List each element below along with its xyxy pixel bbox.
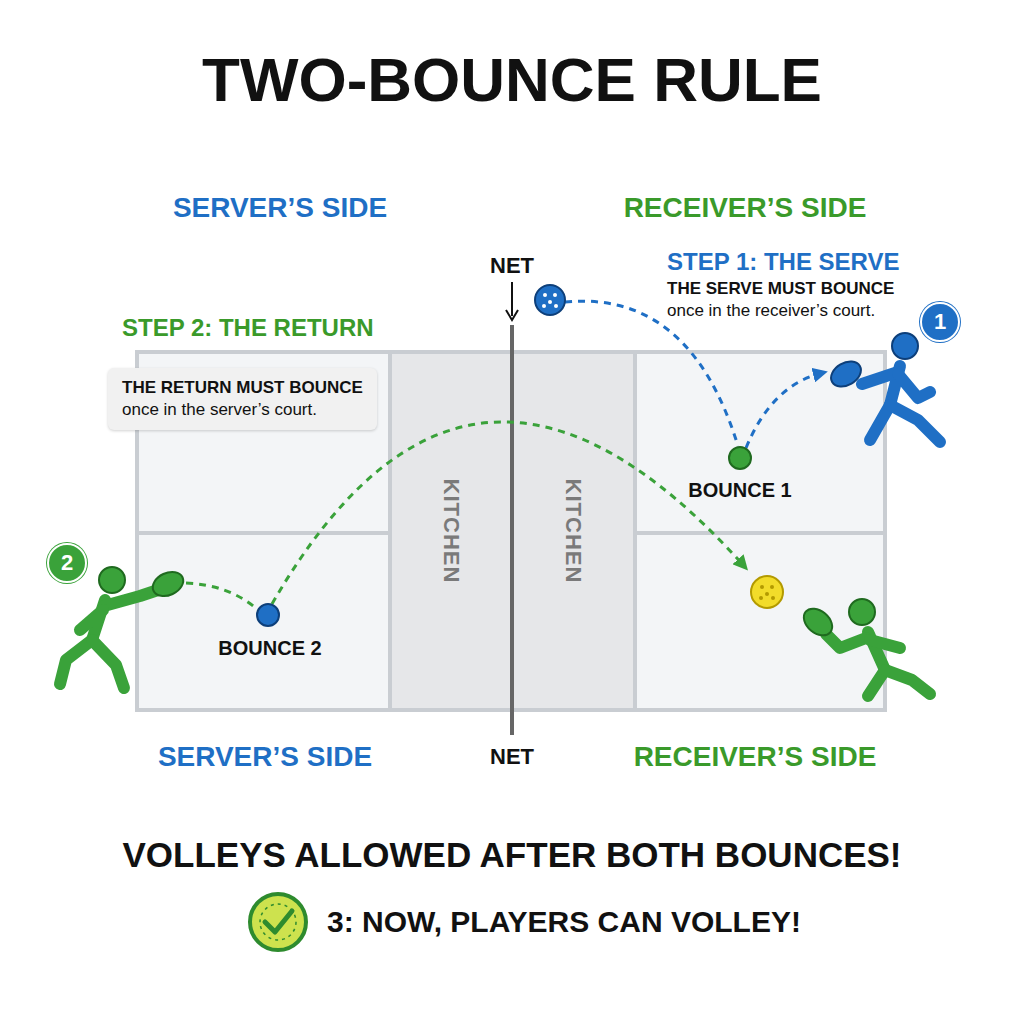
center-line [137,531,390,535]
server-player [60,567,187,688]
receiver-player [827,333,940,442]
net-pointer [506,310,518,320]
bounce-dot [257,604,279,626]
serve-path [565,301,738,446]
return-path [186,583,258,610]
step-heading: STEP 1: THE SERVE [667,248,900,276]
serve-path [746,373,822,448]
served-ball [535,285,565,315]
step-heading: STEP 2: THE RETURN [122,314,374,342]
title: TWO-BOUNCE RULE [202,44,822,115]
receiver-partner-player [799,599,930,696]
bounce-label: BOUNCE 2 [218,637,321,660]
side-label: SERVER’S SIDE [158,741,372,773]
step-note: THE SERVE MUST BOUNCE [667,279,894,299]
net-label: NET [490,253,534,278]
side-label: SERVER’S SIDE [173,192,387,224]
note-box: THE RETURN MUST BOUNCEonce in the server… [108,368,377,430]
bounce-label: BOUNCE 1 [688,479,791,502]
step-note: once in the receiver’s court. [667,301,875,321]
kitchen-label: KITCHEN [438,479,464,584]
callout-digit: 2 [61,550,73,576]
kitchen-zone: KITCHEN [392,354,510,708]
note-body: once in the server’s court. [122,399,363,421]
return-path [272,422,744,604]
kitchen-label: KITCHEN [561,479,587,584]
net-label: NET [490,744,534,769]
callout-number: 1 [920,302,960,342]
callout-number: 2 [47,543,87,583]
side-label: RECEIVER’S SIDE [624,192,867,224]
note-heading: THE RETURN MUST BOUNCE [122,377,363,399]
center-line [635,531,885,535]
callout-digit: 1 [934,309,946,335]
bounce-dot [729,447,751,469]
net-pointer [511,282,513,316]
kitchen-zone: KITCHEN [514,354,633,708]
side-label: RECEIVER’S SIDE [634,741,877,773]
check-icon [250,894,306,950]
step-heading: 3: NOW, PLAYERS CAN VOLLEY! [327,905,801,940]
net-line [510,325,514,735]
returned-ball [751,576,783,608]
caption: VOLLEYS ALLOWED AFTER BOTH BOUNCES! [122,835,901,875]
